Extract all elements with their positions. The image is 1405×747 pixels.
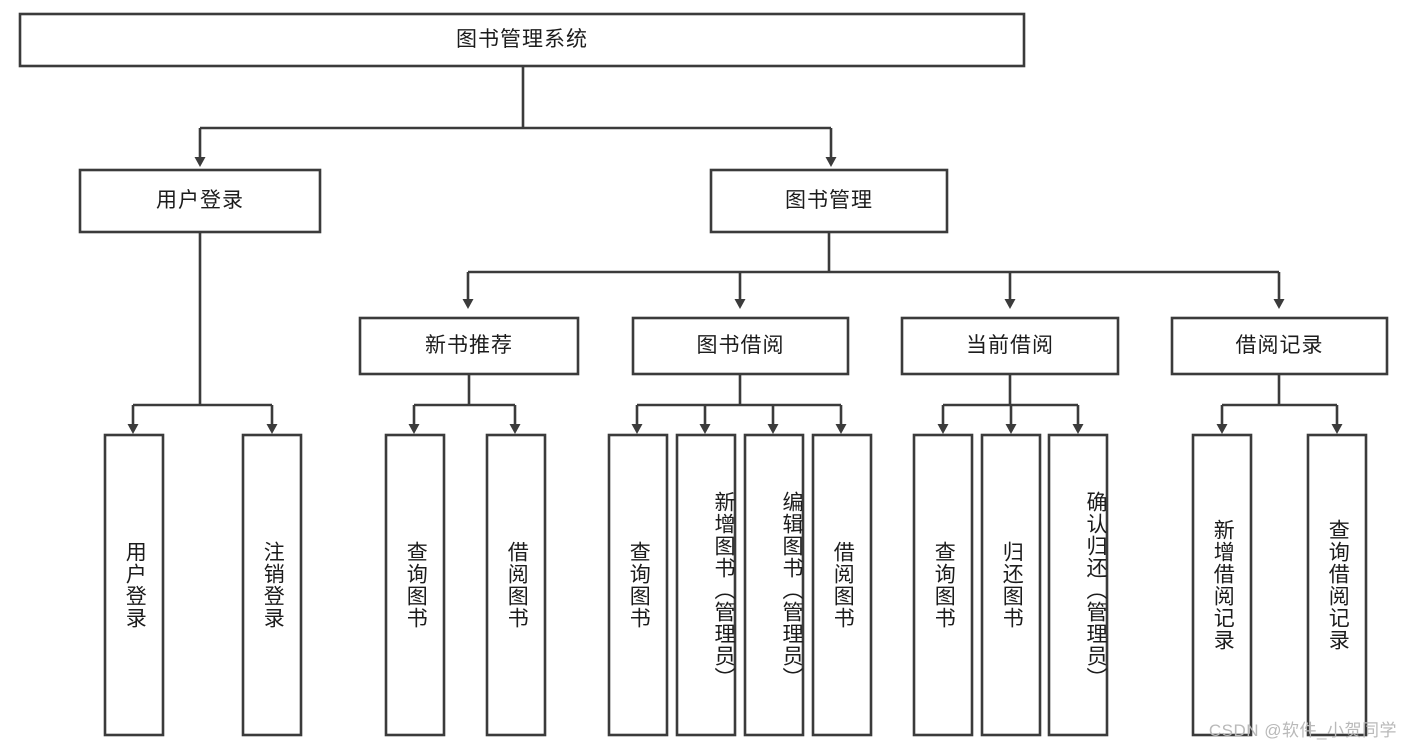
node-book-mgmt-box[interactable]: [709, 168, 949, 234]
connector-bookborrow-bus: [637, 374, 841, 407]
connector-currentborrow-bus: [943, 374, 1078, 407]
node-root-box[interactable]: [18, 12, 1026, 68]
leaf-box-borrowrecord-1[interactable]: [1191, 433, 1253, 737]
leaf-box-user-login-1[interactable]: [103, 433, 165, 737]
connector-borrowrecord-bus: [1222, 374, 1337, 407]
connector-user-login-bus: [133, 232, 272, 407]
leaf-box-newbook-1[interactable]: [384, 433, 446, 737]
leaf-box-bookborrow-2[interactable]: [675, 433, 737, 737]
watermark-text: CSDN @软件_小贺同学: [1208, 721, 1397, 740]
leaf-box-currentborrow-2[interactable]: [980, 433, 1042, 737]
leaf-box-currentborrow-1[interactable]: [912, 433, 974, 737]
connector-newbook-bus: [414, 374, 515, 407]
leaf-box-bookborrow-1[interactable]: [607, 433, 669, 737]
leaf-box-newbook-2[interactable]: [485, 433, 547, 737]
node-current-borrow-box[interactable]: [900, 316, 1120, 376]
connector-root-bus: [200, 66, 831, 130]
leaf-box-user-login-2[interactable]: [241, 433, 303, 737]
leaf-box-currentborrow-3[interactable]: [1047, 433, 1109, 737]
node-book-borrow-box[interactable]: [631, 316, 850, 376]
leaf-box-bookborrow-4[interactable]: [811, 433, 873, 737]
node-user-login-box[interactable]: [78, 168, 322, 234]
node-borrow-record-box[interactable]: [1170, 316, 1389, 376]
leaf-box-borrowrecord-2[interactable]: [1306, 433, 1368, 737]
connector-book-mgmt-bus: [468, 232, 1279, 274]
node-new-book-recommend-box[interactable]: [358, 316, 580, 376]
leaf-box-bookborrow-3[interactable]: [743, 433, 805, 737]
